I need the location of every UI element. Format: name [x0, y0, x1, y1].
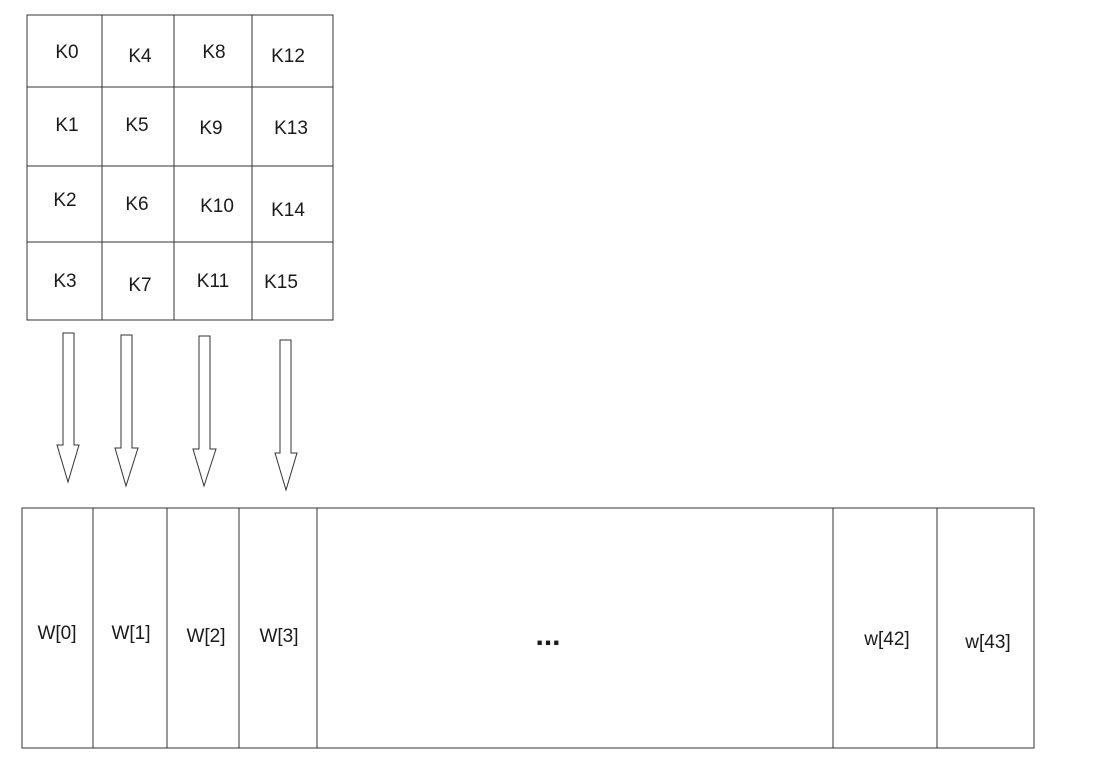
key-cell: K6 — [125, 194, 148, 215]
key-cell: K9 — [199, 118, 222, 139]
word-cell: W[0] — [37, 623, 76, 644]
key-cell: K1 — [55, 115, 78, 136]
key-cell: K11 — [197, 271, 229, 292]
word-array: W[0] W[1] W[2] W[3] ... w[42] w[43] — [21, 507, 1035, 749]
key-cell: K3 — [53, 271, 76, 292]
down-arrow-icon — [192, 335, 217, 488]
key-cell: K10 — [200, 196, 234, 217]
word-array-border — [21, 507, 1035, 749]
key-cell: K12 — [271, 46, 305, 67]
ellipsis: ... — [535, 619, 560, 652]
key-cell: K15 — [264, 272, 298, 293]
key-cell: K5 — [125, 115, 148, 136]
down-arrow-icon — [114, 334, 139, 488]
key-cell: K8 — [202, 42, 225, 63]
word-cell: W[2] — [186, 626, 225, 647]
down-arrow-icon — [274, 339, 298, 492]
word-cell: W[3] — [259, 626, 298, 647]
key-cell: K7 — [128, 275, 151, 296]
down-arrow-icon — [56, 332, 80, 484]
word-cell: w[42] — [863, 629, 909, 650]
key-cell: K14 — [271, 200, 305, 221]
key-cell: K0 — [55, 42, 78, 63]
key-matrix: K0 K4 K8 K12 K1 K5 K9 K13 K2 K6 K10 K14 … — [26, 14, 334, 321]
column-arrows — [56, 332, 298, 492]
key-cell: K2 — [53, 190, 76, 211]
key-cell: K4 — [128, 46, 152, 67]
word-cell: w[43] — [964, 632, 1010, 653]
key-matrix-border — [26, 14, 334, 321]
word-cell: W[1] — [111, 623, 150, 644]
key-cell: K13 — [274, 118, 308, 139]
